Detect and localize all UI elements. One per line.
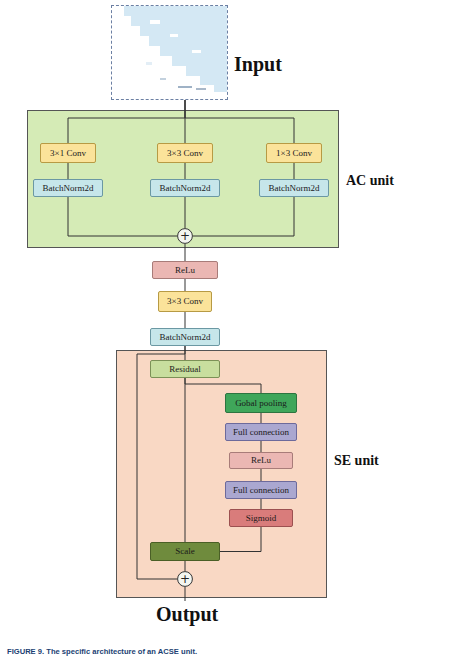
node-label: ReLu (251, 456, 271, 465)
unit-box: SE unitResidualGobal poolingFull connect… (116, 350, 327, 598)
node-label: + (180, 573, 190, 585)
connector-line (261, 413, 262, 423)
batchnorm-box: BatchNorm2d (150, 179, 220, 197)
unit-label: Input (234, 54, 282, 74)
connector-line (185, 279, 186, 291)
sum-circle: + (177, 228, 193, 244)
node-label: Full connection (233, 486, 289, 495)
batchnorm-box: BatchNorm2d (150, 328, 220, 346)
node-label: 3×3 Conv (167, 149, 203, 158)
node-label: Residual (169, 365, 201, 374)
sum-circle: + (177, 571, 193, 587)
batchnorm-box: BatchNorm2d (33, 179, 103, 197)
conv-box: 3×1 Conv (40, 143, 96, 163)
figure-caption: FIGURE 9. The specific architecture of a… (7, 648, 197, 656)
node-label: 3×1 Conv (50, 149, 86, 158)
node-label: BatchNorm2d (43, 184, 94, 193)
node-label: Full connection (233, 428, 289, 437)
input-speck (178, 86, 192, 88)
input-image: Input (111, 5, 228, 100)
node-label: BatchNorm2d (269, 184, 320, 193)
input-staircase (124, 6, 227, 92)
input-speck (160, 78, 166, 80)
connector-line (185, 378, 261, 393)
scale-box: Scale (150, 542, 220, 561)
input-speck (146, 62, 152, 65)
output-line (185, 587, 186, 601)
connector-line (193, 197, 294, 236)
sum-circle-shape (178, 572, 193, 587)
pooling-box: Gobal pooling (225, 393, 297, 413)
unit-label: AC unit (346, 174, 394, 188)
connector-line (220, 527, 261, 552)
node-label: Scale (175, 547, 195, 556)
node-label: Gobal pooling (235, 399, 287, 408)
connector-line (185, 197, 186, 228)
input-image-background (112, 6, 227, 99)
relu-box: ReLu (152, 261, 218, 279)
connector-line (185, 312, 186, 328)
connector-line (68, 163, 69, 179)
connector-line (294, 163, 295, 179)
input-speck (196, 88, 206, 90)
connector-line (68, 197, 177, 236)
conv-box: 1×3 Conv (266, 143, 322, 163)
residual-box: Residual (150, 360, 220, 378)
node-label: + (180, 230, 190, 242)
connector-line (185, 244, 186, 261)
connector-line (137, 346, 185, 579)
connector-line (261, 469, 262, 481)
connector-line (185, 163, 186, 179)
node-label: 1×3 Conv (276, 149, 312, 158)
connector-line (68, 100, 185, 143)
output-label: Output (156, 604, 218, 624)
sum-circle-shape (178, 229, 193, 244)
input-speck (192, 50, 201, 53)
connector-line (261, 441, 262, 452)
fc-box: Full connection (225, 481, 297, 499)
connector-line (185, 346, 186, 360)
sigmoid-box: Sigmoid (229, 509, 293, 527)
conv-box: 3×3 Conv (157, 143, 213, 163)
input-speck (150, 20, 160, 24)
node-label: BatchNorm2d (160, 184, 211, 193)
node-label: ReLu (175, 266, 195, 275)
input-speck (170, 34, 178, 37)
connector-line (185, 561, 186, 571)
connector-line (185, 100, 186, 143)
node-label: Sigmoid (246, 514, 277, 523)
conv-box: 3×3 Conv (158, 291, 212, 312)
unit-box: AC unit3×1 Conv3×3 Conv1×3 ConvBatchNorm… (27, 110, 339, 248)
connector-line (185, 378, 186, 542)
node-label: 3×3 Conv (167, 297, 203, 306)
fc-box: Full connection (225, 423, 297, 441)
connector-line (185, 100, 294, 143)
batchnorm-box: BatchNorm2d (259, 179, 329, 197)
relu-box: ReLu (229, 452, 293, 469)
node-label: BatchNorm2d (160, 333, 211, 342)
unit-label: SE unit (334, 454, 379, 468)
connector-line (261, 499, 262, 509)
